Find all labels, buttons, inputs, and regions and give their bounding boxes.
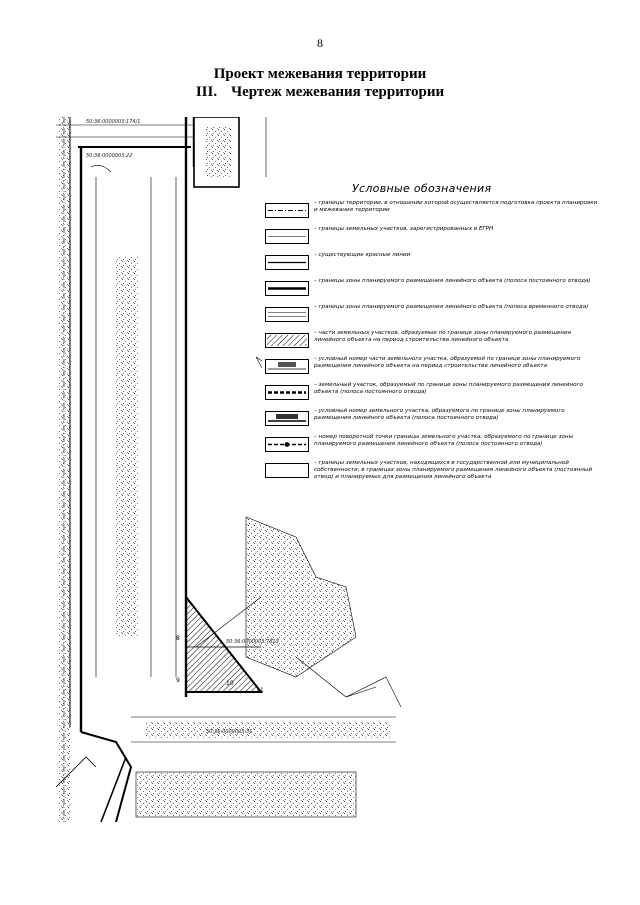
legend-item: – границы территории, в отношении которо… bbox=[262, 200, 600, 226]
double-line-icon bbox=[265, 307, 309, 322]
legend-text: – условный номер земельного участка, обр… bbox=[314, 408, 565, 421]
legend-text: – земельный участок, образуемый по грани… bbox=[314, 382, 583, 395]
map-label-parcel-3: 50:36:0000003:7813 bbox=[226, 639, 279, 645]
point-number: 11 bbox=[256, 687, 264, 694]
legend-item: – условный номер земельного участка, обр… bbox=[262, 408, 600, 434]
thin-line-icon bbox=[265, 229, 309, 244]
legend-text: – границы земельных участков, находящихс… bbox=[314, 460, 592, 480]
legend-text: – границы зоны планируемого размещения л… bbox=[314, 278, 591, 284]
legend-item: – условный номер части земельного участк… bbox=[262, 356, 600, 382]
legend-item: – земельный участок, образуемый по грани… bbox=[262, 382, 600, 408]
section-title: III. Чертеж межевания территории bbox=[0, 84, 640, 101]
legend-item: – части земельных участков, образуемые п… bbox=[262, 330, 600, 356]
legend-item: – границы зоны планируемого размещения л… bbox=[262, 278, 600, 304]
map-label-parcel-1: 50:36:0000003:174/1 bbox=[86, 119, 141, 125]
legend-text: – номер поворотной точки границы земельн… bbox=[314, 434, 573, 447]
dash-dot-line-icon bbox=[265, 203, 309, 218]
legend-text: – существующие красные линии bbox=[314, 252, 411, 258]
map-label-parcel-2: 50:36:0000003:22 bbox=[86, 153, 133, 159]
point-number: 8 bbox=[176, 635, 180, 642]
legend-text: – части земельных участков, образуемые п… bbox=[314, 330, 571, 343]
page-title: Проект межевания территории bbox=[213, 66, 427, 82]
thick-line-icon bbox=[265, 281, 309, 296]
label-perm-icon bbox=[265, 411, 309, 426]
hatch-icon bbox=[265, 333, 309, 348]
label-temp-icon bbox=[265, 359, 309, 374]
bold-dashed-icon bbox=[265, 385, 309, 400]
legend-text: – условный номер части земельного участк… bbox=[314, 356, 581, 369]
red-line-icon bbox=[265, 255, 309, 270]
point-number-icon bbox=[265, 437, 309, 452]
section-heading: Чертеж межевания территории bbox=[231, 84, 445, 100]
legend-item: – существующие красные линии bbox=[262, 252, 600, 278]
point-number: 9 bbox=[176, 677, 180, 684]
map-label-parcel-4: 50:36:0000003:31 bbox=[206, 729, 253, 735]
legend-item: – границы земельных участков, зарегистри… bbox=[262, 226, 600, 252]
legend: – границы территории, в отношении которо… bbox=[262, 200, 600, 494]
legend-item: – границы зоны планируемого размещения л… bbox=[262, 304, 600, 330]
legend-title: Условные обозначения bbox=[350, 182, 494, 195]
legend-item: – номер поворотной точки границы земельн… bbox=[262, 434, 600, 460]
legend-item: – границы земельных участков, находящихс… bbox=[262, 460, 600, 494]
section-number: III. bbox=[195, 84, 218, 100]
legend-text: – границы зоны планируемого размещения л… bbox=[314, 304, 589, 310]
legend-text: – границы земельных участков, зарегистри… bbox=[314, 226, 494, 232]
point-number: 10 bbox=[226, 680, 234, 687]
plain-box-icon bbox=[265, 463, 309, 478]
page-number: 8 bbox=[317, 36, 323, 50]
legend-text: – границы территории, в отношении которо… bbox=[314, 200, 598, 213]
